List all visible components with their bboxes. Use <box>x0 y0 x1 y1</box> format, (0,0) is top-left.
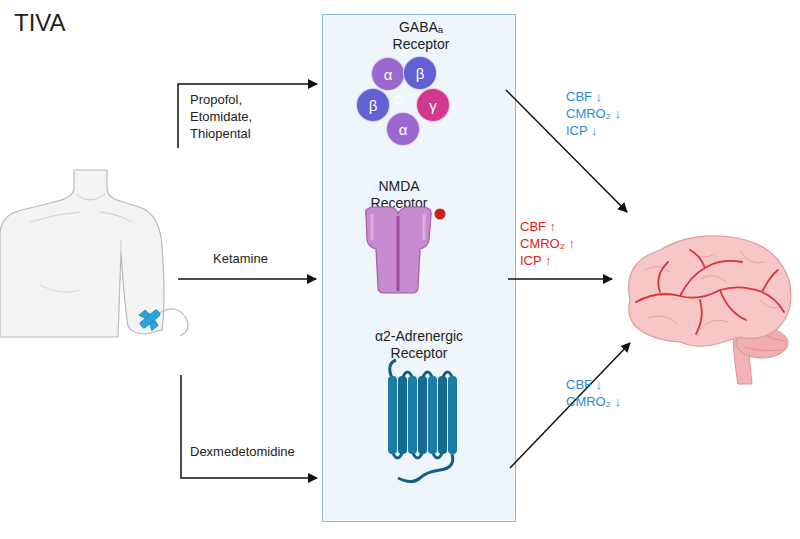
effect-label: CBF ↑ <box>520 218 556 235</box>
drug-arrow <box>178 84 317 148</box>
cerebellum <box>736 328 788 358</box>
diagram-title: TIVA <box>14 9 66 37</box>
effect-label: CMRO₂ ↑ <box>520 235 575 252</box>
subunit-circle: α <box>371 57 405 91</box>
effect-arrow <box>510 343 630 468</box>
brain-stem <box>733 334 752 384</box>
subunit-label: α <box>384 67 393 82</box>
drug-arrow <box>178 278 316 280</box>
gpcr-helix <box>448 376 457 454</box>
gpcr-helix <box>438 376 447 454</box>
subunit-label: α <box>399 122 408 137</box>
effect-label: ICP ↓ <box>566 122 598 139</box>
body-detail <box>76 194 105 200</box>
ligand-dot <box>435 209 446 220</box>
effect-label: CMRO₂ ↓ <box>566 105 621 122</box>
drug-label: Ketamine <box>213 250 268 267</box>
body-detail <box>100 212 132 222</box>
gpcr-helix <box>398 376 407 454</box>
effect-label: CBF ↓ <box>566 376 602 393</box>
iv-tube <box>158 309 188 336</box>
drug-label: Dexmedetomidine <box>190 443 295 460</box>
subunit-circle: γ <box>416 88 450 122</box>
gpcr-icon <box>388 360 457 482</box>
gpcr-helix <box>428 376 437 454</box>
effect-label: CMRO₂ ↓ <box>566 393 621 410</box>
subunit-circle: α <box>386 112 420 146</box>
body-detail <box>121 240 122 252</box>
receptor-label: GABAₐ Receptor <box>381 19 461 53</box>
subunit-label: β <box>369 98 378 113</box>
receptor-label: α2-Adrenergic Receptor <box>359 328 479 362</box>
iv-cannula <box>135 304 165 333</box>
iv-cannula-wings <box>139 309 159 330</box>
cerebellum-folds <box>745 332 786 351</box>
subunit-circle: β <box>356 88 390 122</box>
effect-label: CBF ↓ <box>566 88 602 105</box>
nmda-highlight <box>372 214 424 240</box>
effect-label: ICP ↑ <box>520 252 552 269</box>
human-body <box>0 170 188 337</box>
body-detail <box>40 285 80 292</box>
gpcr-n-terminus <box>390 360 396 378</box>
cerebrum <box>629 236 791 346</box>
effect-arrows <box>506 90 630 468</box>
subunit-label: β <box>416 66 425 81</box>
receptor-panel: GABAₐ ReceptorNMDA Receptor α2-Adrenergic… <box>322 14 516 522</box>
brain-vessels <box>636 250 784 334</box>
drug-label: Propofol, Etomidate, Thiopental <box>190 91 270 142</box>
drug-arrows <box>178 84 317 478</box>
nmda-pore <box>397 216 400 291</box>
effect-arrow <box>508 278 612 280</box>
gpcr-loops <box>393 452 443 458</box>
body-outline <box>0 170 164 337</box>
gpcr-loops <box>403 372 453 378</box>
nmda-receptor-icon <box>366 207 446 293</box>
gpcr-helix <box>418 376 427 454</box>
gpcr-c-terminus <box>398 454 453 482</box>
subunit-circle: β <box>403 56 437 90</box>
brain-icon <box>629 236 791 384</box>
gpcr-helix <box>388 376 397 454</box>
gpcr-helix <box>408 376 417 454</box>
body-detail <box>30 212 80 222</box>
nmda-channel <box>366 207 431 293</box>
drug-arrow <box>181 375 317 478</box>
effect-arrow <box>506 90 627 212</box>
iv-cannula-body <box>139 309 160 329</box>
receptor-label: NMDA Receptor <box>359 178 439 212</box>
subunit-label: γ <box>429 98 437 113</box>
brain-gyri <box>645 250 782 330</box>
